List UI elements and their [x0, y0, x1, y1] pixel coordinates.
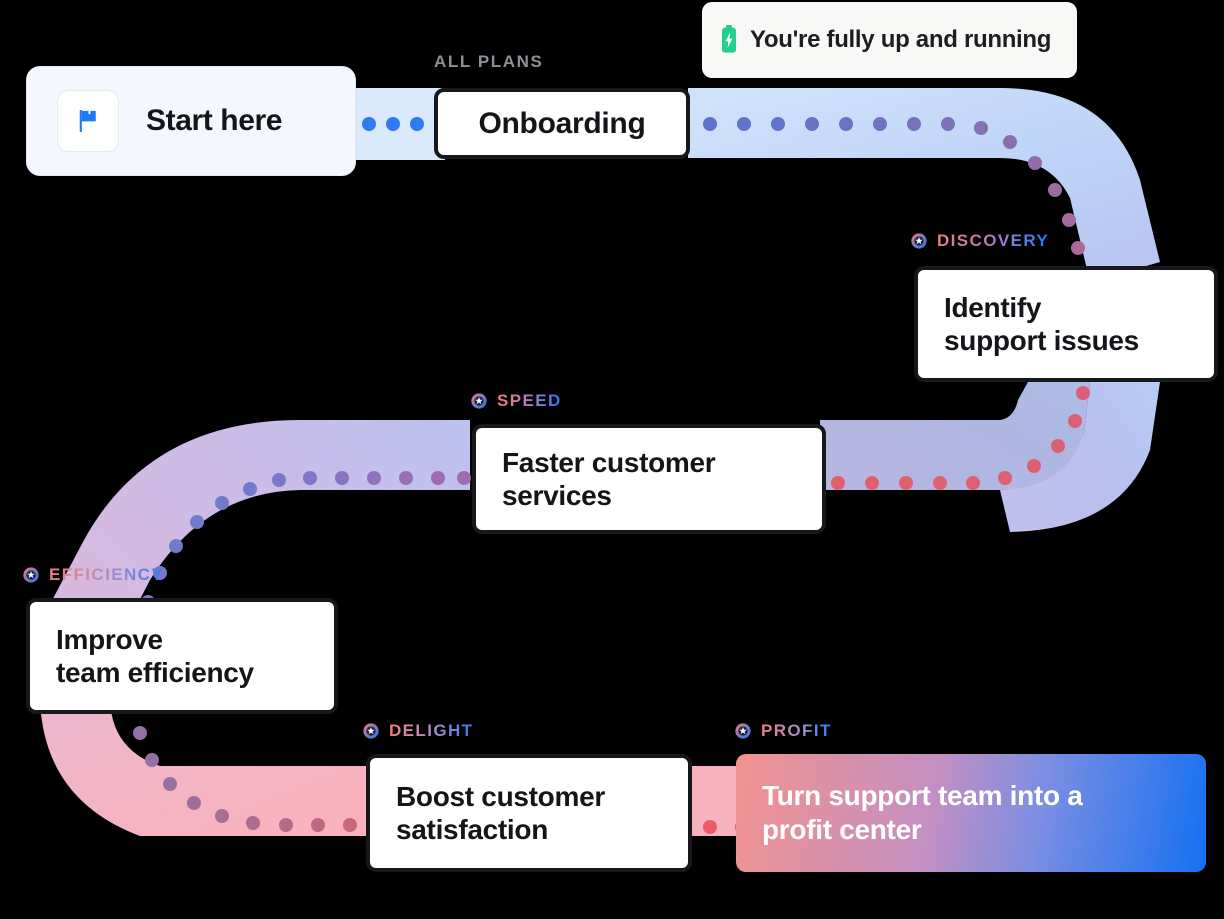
speed-label: SPEED [497, 391, 562, 410]
card-improve-line1: Improve [56, 623, 163, 655]
stage-tag-discovery: DISCOVERY [910, 231, 1049, 251]
card-faster-line2: services [502, 480, 612, 511]
card-profit-line2: profit center [762, 814, 922, 845]
delight-label: DELIGHT [389, 721, 474, 740]
stage-tag-delight: DELIGHT [362, 721, 473, 741]
stage-tag-efficiency: EFFICIENCY [22, 565, 164, 585]
star-circle-icon [22, 566, 40, 584]
discovery-label: DISCOVERY [937, 231, 1050, 250]
card-identify-line2: support issues [944, 325, 1139, 356]
all-plans-label: ALL PLANS [434, 52, 544, 71]
card-onboarding[interactable]: Onboarding [434, 88, 690, 159]
card-identify-support-issues[interactable]: Identify support issues [914, 266, 1218, 382]
status-tooltip-text: You're fully up and running [750, 26, 1052, 53]
star-circle-icon [910, 232, 928, 250]
star-circle-icon [470, 392, 488, 410]
flag-icon [57, 90, 119, 152]
card-turn-support-team-into-profit-center[interactable]: Turn support team into a profit center [736, 754, 1206, 872]
status-tooltip: You're fully up and running [702, 2, 1078, 78]
efficiency-label: EFFICIENCY [49, 565, 165, 584]
start-here-card[interactable]: Start here [26, 66, 356, 176]
card-improve-team-efficiency[interactable]: Improve team efficiency [26, 598, 338, 714]
card-onboarding-line1: Onboarding [478, 106, 646, 140]
battery-charging-icon [720, 25, 738, 55]
card-profit-line1: Turn support team into a [762, 780, 1083, 812]
stage-tag-speed: SPEED [470, 391, 562, 411]
start-here-label: Start here [146, 104, 283, 137]
card-boost-customer-satisfaction[interactable]: Boost customer satisfaction [366, 754, 692, 872]
star-circle-icon [734, 722, 752, 740]
card-identify-line1: Identify [944, 291, 1042, 323]
stage-tag-all-plans: ALL PLANS [434, 52, 543, 72]
profit-label: PROFIT [761, 721, 832, 740]
card-boost-line2: satisfaction [396, 814, 548, 845]
card-faster-customer-services[interactable]: Faster customer services [472, 424, 826, 534]
card-boost-line1: Boost customer [396, 780, 605, 812]
card-improve-line2: team efficiency [56, 657, 254, 688]
stage-tag-profit: PROFIT [734, 721, 832, 741]
star-circle-icon [362, 722, 380, 740]
card-faster-line1: Faster customer [502, 446, 716, 478]
